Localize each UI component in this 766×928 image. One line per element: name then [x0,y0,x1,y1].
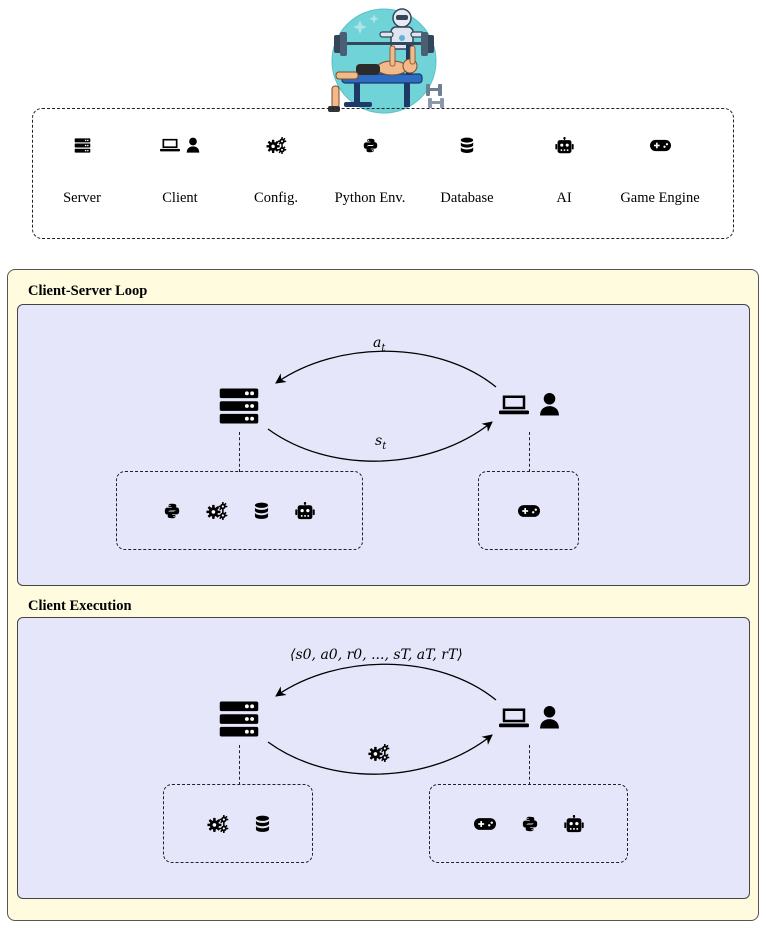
client-connector [529,745,530,785]
server-connector [239,745,240,785]
gamepad-icon [474,817,496,831]
gamepad-icon [650,139,671,152]
laptop-icon [499,706,529,731]
python-icon [363,138,378,153]
client-tools-box [478,471,579,550]
client-connector [529,432,530,472]
laptop-icon [499,393,529,418]
config-arrow [267,734,493,775]
legend-item-server: Server [27,133,137,207]
legend-label-game-engine: Game Engine [620,190,700,206]
legend-label-ai: AI [556,190,572,206]
legend-item-game-engine: Game Engine [605,133,715,207]
section-title-client-server-loop: Client-Server Loop [28,283,148,299]
user-icon [539,392,560,416]
legend-box: Server Client Config. Python Env. Databa… [32,108,734,239]
database-icon [255,815,270,833]
server-connector [239,432,240,472]
gears-icon [368,744,390,762]
python-icon [522,816,538,832]
robot-icon [295,502,315,520]
gears-icon [266,137,287,154]
client-server-loop-arrows [267,350,497,462]
laptop-icon [160,137,180,154]
database-icon [254,502,269,520]
database-icon [460,137,474,154]
gamepad-icon [518,504,540,518]
trajectory-arrow [275,663,497,701]
action-arrow [275,350,497,388]
server-icon [218,698,260,740]
legend-label-database: Database [440,190,494,206]
robot-spotting-bench-press-illustration [328,8,444,114]
state-label: st [375,433,387,452]
state-arrow [267,421,493,462]
python-icon [164,503,180,519]
client-tools-box [429,784,628,863]
robot-icon [564,815,584,833]
legend-item-ai: AI [509,133,619,207]
trajectory-label: ⟨s0, a0, r0, ..., sT, aT, rT⟩ [290,647,463,663]
legend-label-client: Client [162,190,198,206]
gears-icon [206,502,228,520]
legend-item-client: Client [125,133,235,207]
section-title-client-execution: Client Execution [28,598,132,614]
legend-item-python-env: Python Env. [315,133,425,207]
robot-icon [555,137,574,154]
user-icon [539,705,560,729]
action-label: at [373,335,386,354]
legend-label-config: Config. [254,190,298,206]
client-server-loop-panel: at st [17,304,750,586]
legend-label-server: Server [63,190,101,206]
workflow-frame: Client-Server Loop at st Client Executio… [7,269,759,921]
server-icon [218,385,260,427]
legend-item-database: Database [412,133,522,207]
server-tools-box [163,784,313,863]
client-execution-panel: ⟨s0, a0, r0, ..., sT, aT, rT⟩ [17,617,750,899]
legend-item-config: Config. [221,133,331,207]
user-icon [186,137,200,153]
legend-label-python-env: Python Env. [334,190,406,206]
gears-icon [207,815,229,833]
server-tools-box [116,471,363,550]
server-icon [74,137,91,154]
client-execution-arrows [267,663,497,775]
